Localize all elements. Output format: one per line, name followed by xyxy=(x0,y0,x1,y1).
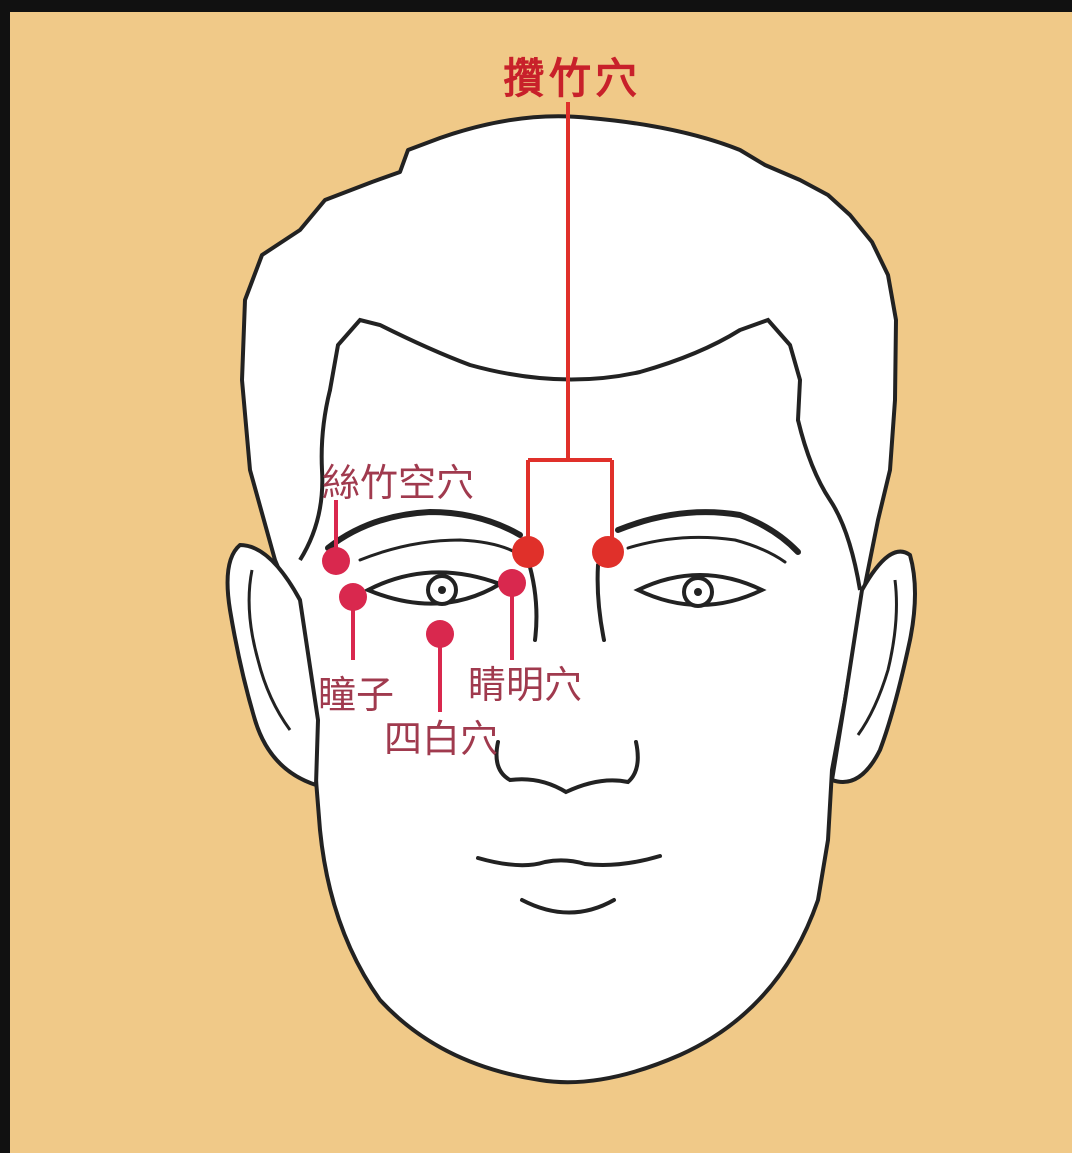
jingming-label: 睛明穴 xyxy=(468,666,582,704)
pupil-left-dot xyxy=(438,586,446,594)
zanzhu-point-right xyxy=(592,536,624,568)
sizhu-label: 絲竹空穴 xyxy=(322,464,474,502)
tongzi-label: 瞳子 xyxy=(318,676,394,714)
sibai-label: 四白穴 xyxy=(384,720,498,758)
pupil-right-dot xyxy=(694,588,702,596)
sizhu-point xyxy=(322,547,350,575)
zanzhu-label: 攢竹穴 xyxy=(503,58,641,100)
zanzhu-point-left xyxy=(512,536,544,568)
